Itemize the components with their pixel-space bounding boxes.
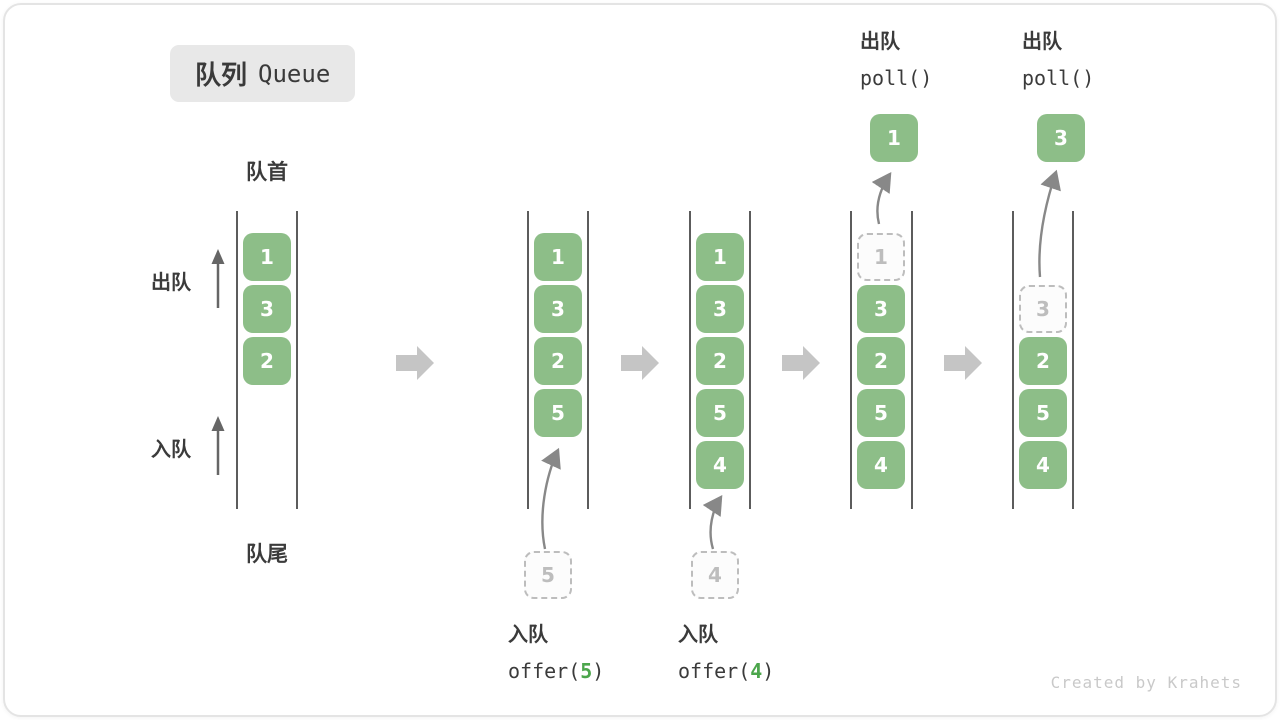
code-prefix: offer( <box>508 659 581 683</box>
queue-item: 3 <box>857 285 905 333</box>
queue-item: 1 <box>243 233 291 281</box>
code-suffix: ) <box>762 659 775 683</box>
queue-item: 4 <box>1019 441 1067 489</box>
operation-dequeue-1: 出队 poll() <box>860 24 932 96</box>
code-prefix: offer( <box>678 659 751 683</box>
queue-item: 3 <box>696 285 744 333</box>
code-suffix: ) <box>592 659 605 683</box>
watermark: Created by Krahets <box>1050 673 1242 692</box>
queue-item: 1 <box>534 233 582 281</box>
queue-item: 5 <box>1019 389 1067 437</box>
queue-item: 3 <box>243 285 291 333</box>
queue-item: 2 <box>696 337 744 385</box>
queue-item: 1 <box>696 233 744 281</box>
operation-label: 出队 <box>860 31 900 53</box>
removed-item-ghost: 3 <box>1019 285 1067 333</box>
operation-dequeue-2: 出队 poll() <box>1022 24 1094 96</box>
dequeued-item: 3 <box>1037 114 1085 162</box>
operation-label: 入队 <box>508 624 548 646</box>
queue-item: 2 <box>1019 337 1067 385</box>
removed-item-ghost: 1 <box>857 233 905 281</box>
incoming-item-ghost: 5 <box>524 551 572 599</box>
operation-code: poll() <box>1022 66 1095 90</box>
label-queue-rear: 队尾 <box>246 543 288 566</box>
queue-item: 5 <box>857 389 905 437</box>
label-dequeue: 出队 <box>151 272 191 294</box>
title-english: Queue <box>258 59 331 88</box>
operation-code: offer(5) <box>508 653 604 689</box>
queue-item: 5 <box>696 389 744 437</box>
operation-code: offer(4) <box>678 653 774 689</box>
queue-item: 2 <box>534 337 582 385</box>
queue-item: 2 <box>243 337 291 385</box>
operation-code: poll() <box>860 66 933 90</box>
queue-item: 3 <box>534 285 582 333</box>
label-queue-front: 队首 <box>246 161 288 184</box>
queue-item: 4 <box>857 441 905 489</box>
operation-label: 入队 <box>678 624 718 646</box>
label-enqueue: 入队 <box>151 439 191 461</box>
operation-label: 出队 <box>1022 31 1062 53</box>
queue-item: 4 <box>696 441 744 489</box>
code-arg: 5 <box>580 659 593 683</box>
dequeued-item: 1 <box>870 114 918 162</box>
diagram-border <box>3 3 1277 717</box>
operation-enqueue-4: 入队 offer(4) <box>678 617 774 689</box>
code-arg: 4 <box>750 659 763 683</box>
title-badge: 队列 Queue <box>170 45 356 102</box>
queue-item: 5 <box>534 389 582 437</box>
title-chinese: 队列 <box>195 60 248 90</box>
incoming-item-ghost: 4 <box>691 551 739 599</box>
operation-enqueue-5: 入队 offer(5) <box>508 617 604 689</box>
queue-item: 2 <box>857 337 905 385</box>
